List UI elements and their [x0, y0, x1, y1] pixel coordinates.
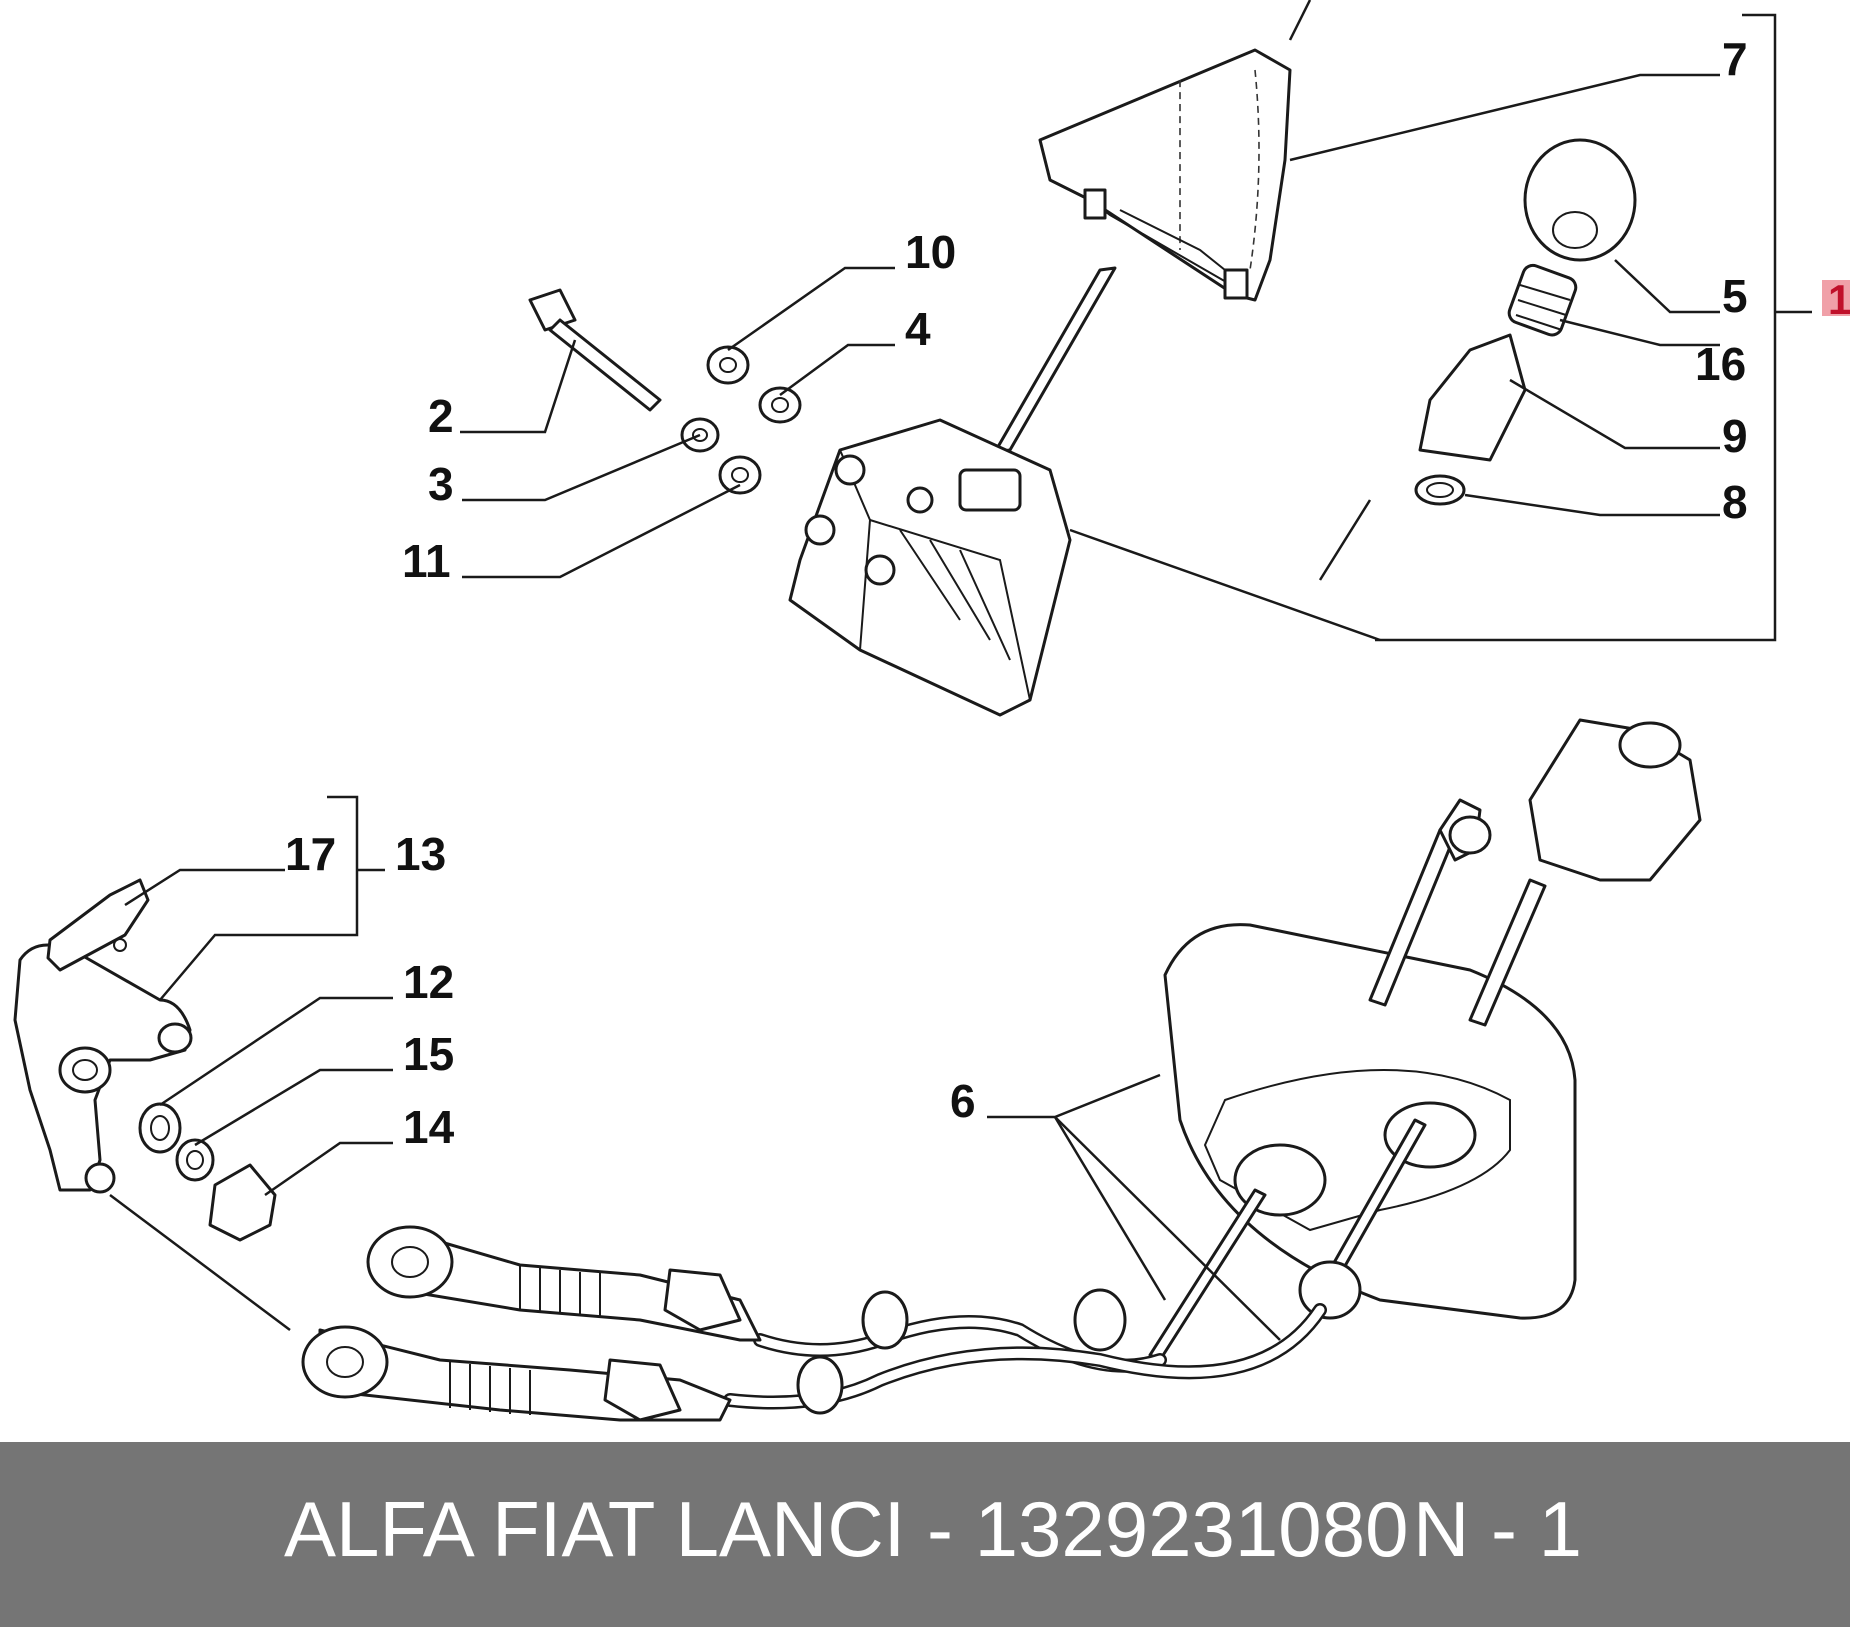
leader-lines-bottom-left	[109, 868, 393, 1331]
bracket-1	[1375, 13, 1777, 642]
callout-7: 7	[1722, 33, 1748, 85]
callout-5: 5	[1722, 270, 1748, 322]
knob-assembly-group	[1414, 138, 1637, 506]
callout-11: 11	[402, 535, 451, 587]
callout-14: 14	[403, 1101, 455, 1153]
callout-15: 15	[403, 1028, 454, 1080]
parts-diagram: 7 5 16 9 8 10 4 2 3 11 17 13 12 15 14 6	[13, 0, 1812, 1422]
callout-10: 10	[905, 226, 956, 278]
callout-2: 2	[428, 390, 454, 442]
callout-4: 4	[905, 303, 931, 355]
bracket-13	[159, 795, 359, 1001]
callout-13: 13	[395, 828, 446, 880]
leader-lines-top	[460, 73, 1720, 642]
callout-1: 1	[1828, 276, 1850, 323]
washer-nut-cap-group	[138, 1102, 277, 1242]
footer-page-indicator: N - 1	[1413, 1485, 1583, 1573]
footer-part-number: ALFA FIAT LANCI - 1329231080	[284, 1485, 1409, 1573]
footer-bar: ALFA FIAT LANCI - 1329231080 N - 1	[0, 1442, 1850, 1627]
small-hardware-group	[680, 345, 802, 495]
axis-line-top	[1288, 0, 1312, 41]
callout-9: 9	[1722, 410, 1748, 462]
lever-bracket-part	[13, 943, 193, 1194]
callout-6: 6	[950, 1075, 976, 1127]
leader-lines-6	[987, 1073, 1281, 1341]
callout-8: 8	[1722, 476, 1748, 528]
gear-boot-part	[1038, 48, 1292, 302]
callout-1-marker: 1	[1822, 276, 1850, 323]
callout-labels: 7 5 16 9 8 10 4 2 3 11 17 13 12 15 14 6	[285, 33, 1748, 1153]
gear-selector-housing-part	[788, 266, 1117, 717]
callout-16: 16	[1695, 338, 1746, 390]
callout-17: 17	[285, 828, 336, 880]
gear-cable-assembly-part	[301, 718, 1702, 1422]
callout-3: 3	[428, 458, 454, 510]
bolt-part	[528, 288, 662, 412]
callout-12: 12	[403, 956, 454, 1008]
bushing-17-part	[46, 878, 150, 972]
